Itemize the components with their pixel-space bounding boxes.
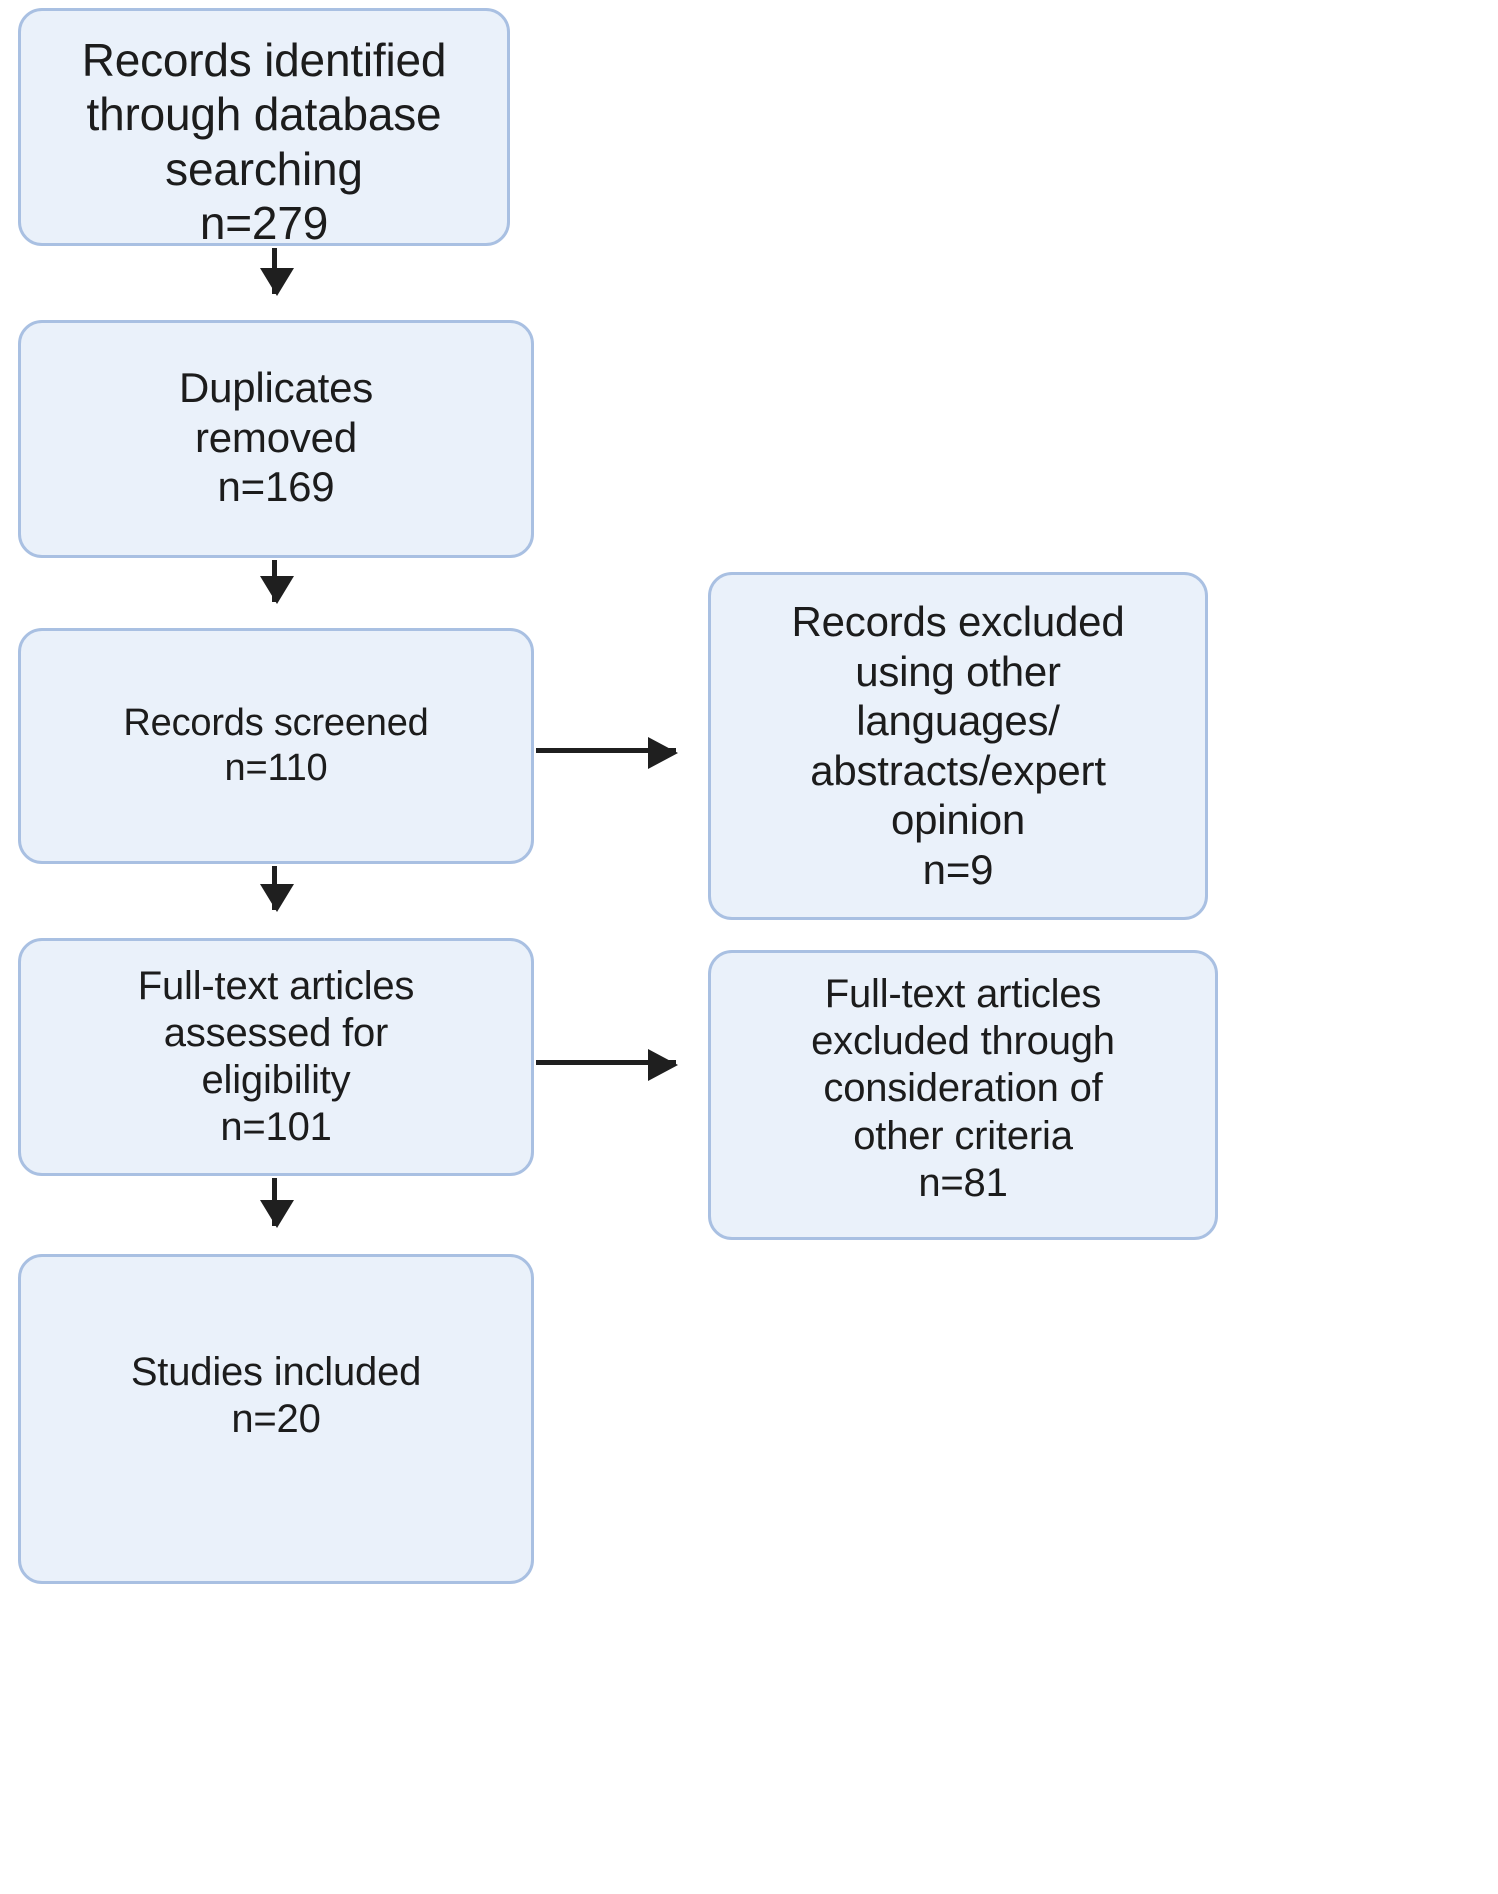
arrow-fulltext-to-fulltext-excluded [536,1049,678,1081]
arrow-identified-to-duplicates [260,248,294,296]
node-fulltext-assessed: Full-text articles assessed for eligibil… [18,938,534,1176]
node-records-identified: Records identified through database sear… [18,8,510,249]
node-studies-included: Studies included n=20 [18,1254,534,1584]
node-duplicates-removed: Duplicates removed n=169 [18,320,534,558]
arrow-screened-to-records-excluded [536,737,678,769]
node-fulltext-excluded: Full-text articles excluded through cons… [708,950,1218,1240]
arrow-fulltext-to-included [260,1178,294,1228]
node-records-screened: Records screened n=110 [18,628,534,864]
node-records-excluded: Records excluded using other languages/ … [708,572,1208,920]
arrow-screened-to-fulltext [260,866,294,912]
arrow-duplicates-to-screened [260,560,294,604]
